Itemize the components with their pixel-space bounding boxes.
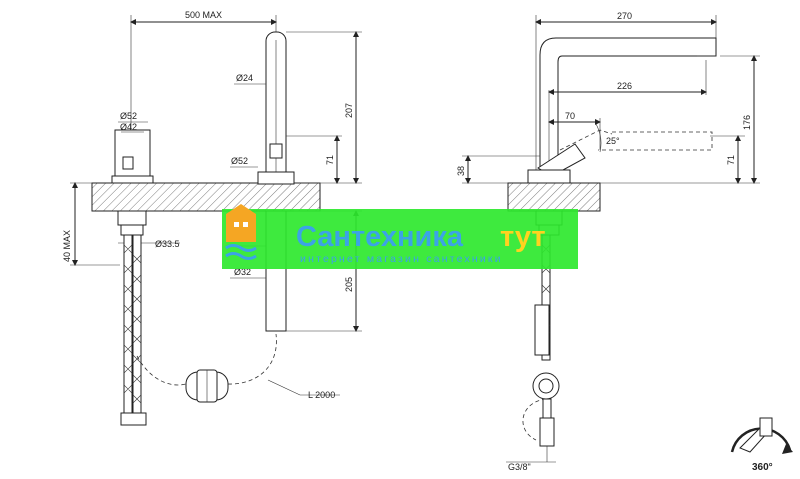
thick40-label: 40 MAX <box>62 230 72 262</box>
hose-connector <box>185 369 229 403</box>
w70-label: 70 <box>565 111 575 121</box>
watermark-banner: Сантехника тут интернет магазин сантехни… <box>222 204 578 269</box>
d32-label: Ø32 <box>234 267 251 277</box>
spout-base <box>257 171 295 185</box>
watermark-band <box>222 209 578 269</box>
braided-hose-left <box>120 234 147 426</box>
rotation-label: 360° <box>752 462 773 473</box>
h205-label: 205 <box>344 277 354 292</box>
angle25-label: 25° <box>606 136 620 146</box>
d52-top-label: Ø52 <box>120 111 137 121</box>
house-logo-icon <box>225 204 257 260</box>
d24-label: Ø24 <box>236 73 253 83</box>
hose-length-label: L 2000 <box>308 390 335 400</box>
w270-label: 270 <box>617 11 632 21</box>
hose-dashed-right <box>227 333 277 385</box>
h71-right-label: 71 <box>726 155 736 165</box>
d52-mid-label: Ø52 <box>231 156 248 166</box>
thread-label: G3/8" <box>508 462 531 472</box>
hose-dashed-loop <box>522 398 547 441</box>
h71-left-label: 71 <box>325 155 335 165</box>
countertop-right <box>507 182 601 212</box>
w226-label: 226 <box>617 81 632 91</box>
left-view: 500 MAX Ø24 Ø52 207 71 Ø52 Ø42 Ø33 <box>62 10 362 426</box>
d33-label: Ø33.5 <box>155 239 180 249</box>
watermark-accent: тут <box>500 221 546 253</box>
braided-hose-right <box>534 234 551 361</box>
countertop-left <box>91 182 321 212</box>
watermark-tagline: интернет магазин сантехники <box>300 253 503 265</box>
h38-label: 38 <box>456 166 466 176</box>
rotation-icon: 360° <box>730 417 793 473</box>
watermark-title: Сантехника <box>296 221 464 253</box>
h176-label: 176 <box>742 115 752 130</box>
right-view: 270 226 70 25° 176 71 38 <box>456 11 793 473</box>
pulled-spout-outline <box>598 131 713 151</box>
width-max-label: 500 MAX <box>185 10 222 20</box>
h207-label: 207 <box>344 103 354 118</box>
hose-dashed-left <box>136 355 187 386</box>
d42-label: Ø42 <box>120 122 137 132</box>
